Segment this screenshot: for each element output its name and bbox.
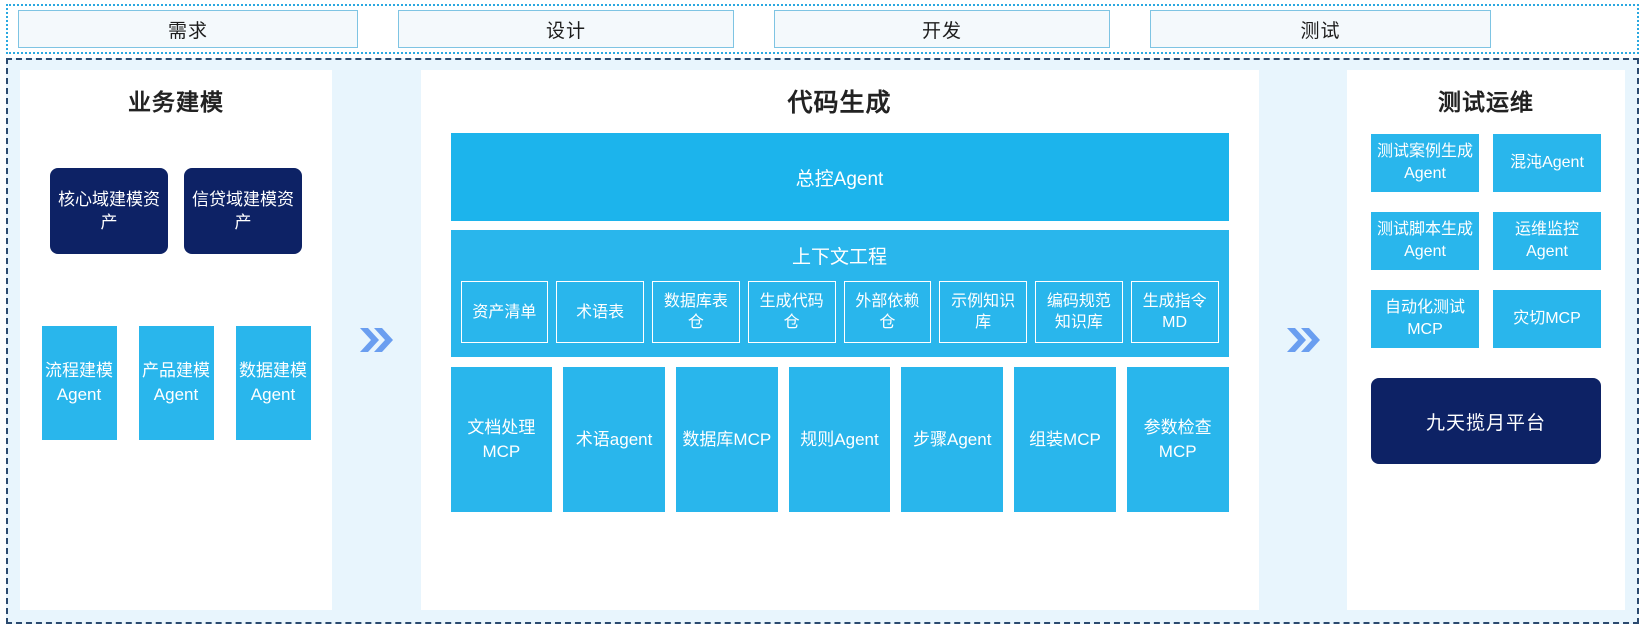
tool-agents-row: 文档处理MCP 术语agent 数据库MCP 规则Agent 步骤Agent 组… (450, 367, 1229, 512)
arrow-code-to-test (1259, 70, 1348, 610)
stage-box-design[interactable]: 设计 (398, 10, 734, 48)
asset-core-domain-modeling[interactable]: 核心域建模资产 (50, 168, 168, 254)
stage-label: 测试 (1300, 20, 1341, 42)
agent-test-script-generation[interactable]: 测试脚本生成Agent (1371, 212, 1479, 270)
business-assets-row: 核心域建模资产 信贷域建模资产 (50, 168, 302, 254)
agent-ops-monitoring[interactable]: 运维监控Agent (1493, 212, 1601, 270)
stage-label: 开发 (921, 20, 962, 42)
agent-chaos[interactable]: 混沌Agent (1493, 134, 1601, 192)
mcp-disaster-switch[interactable]: 灾切MCP (1493, 290, 1601, 348)
tool-database-mcp[interactable]: 数据库MCP (675, 367, 778, 512)
context-item-glossary[interactable]: 术语表 (556, 281, 644, 343)
stage-box-testing[interactable]: 测试 (1150, 10, 1491, 48)
agent-test-case-generation[interactable]: 测试案例生成Agent (1371, 134, 1479, 192)
tool-rule-agent[interactable]: 规则Agent (788, 367, 891, 512)
context-item-external-dep-repo[interactable]: 外部依赖仓 (843, 281, 932, 343)
business-agents-row: 流程建模Agent 产品建模Agent 数据建模Agent (41, 326, 311, 440)
context-engineering-title: 上下文工程 (791, 247, 887, 268)
arrow-business-to-code (332, 70, 421, 610)
context-item-db-table-repo[interactable]: 数据库表仓 (652, 281, 740, 343)
panel-test-operations: 测试运维 测试案例生成Agent 混沌Agent 测试脚本生成Agent 运维监… (1347, 70, 1625, 610)
context-item-asset-inventory[interactable]: 资产清单 (460, 281, 549, 343)
panel-title-business-modeling: 业务建模 (128, 89, 224, 115)
asset-credit-domain-modeling[interactable]: 信贷域建模资产 (184, 168, 302, 254)
panel-title-test-operations: 测试运维 (1438, 89, 1534, 115)
code-generation-inner: 总控Agent 上下文工程 资产清单 术语表 数据库表仓 生成代码仓 外部依赖仓… (450, 119, 1229, 512)
agent-product-modeling[interactable]: 产品建模Agent (138, 326, 214, 440)
platform-jiutian-lanyue[interactable]: 九天揽月平台 (1371, 378, 1601, 464)
mcp-automated-testing[interactable]: 自动化测试MCP (1371, 290, 1479, 348)
architecture-diagram: 业务建模 核心域建模资产 信贷域建模资产 流程建模Agent 产品建模Agent… (6, 58, 1639, 624)
controller-agent-bar[interactable]: 总控Agent (450, 133, 1229, 221)
panel-title-code-generation: 代码生成 (787, 89, 892, 117)
tool-parameter-check-mcp[interactable]: 参数检查MCP (1126, 367, 1229, 512)
context-item-coding-standard-kb[interactable]: 编码规范知识库 (1035, 281, 1123, 343)
stage-label: 设计 (545, 20, 586, 42)
agent-process-modeling[interactable]: 流程建模Agent (41, 326, 117, 440)
stage-box-development[interactable]: 开发 (774, 10, 1110, 48)
tool-glossary-agent[interactable]: 术语agent (563, 367, 665, 512)
agent-data-modeling[interactable]: 数据建模Agent (235, 326, 311, 440)
tool-document-processing-mcp[interactable]: 文档处理MCP (450, 367, 553, 512)
context-engineering-block: 上下文工程 资产清单 术语表 数据库表仓 生成代码仓 外部依赖仓 示例知识库 编… (450, 230, 1229, 357)
context-item-generation-prompt-md[interactable]: 生成指令MD (1130, 281, 1219, 343)
stage-label: 需求 (167, 20, 208, 42)
panel-business-modeling: 业务建模 核心域建模资产 信贷域建模资产 流程建模Agent 产品建模Agent… (20, 70, 332, 610)
stage-strip: 需求 设计 开发 测试 (6, 4, 1639, 54)
test-ops-grid: 测试案例生成Agent 混沌Agent 测试脚本生成Agent 运维监控Agen… (1371, 134, 1601, 348)
tool-assembly-mcp[interactable]: 组装MCP (1014, 367, 1116, 512)
stage-box-requirements[interactable]: 需求 (18, 10, 358, 48)
double-chevron-right-icon (357, 323, 395, 357)
tool-step-agent[interactable]: 步骤Agent (901, 367, 1004, 512)
context-items-row: 资产清单 术语表 数据库表仓 生成代码仓 外部依赖仓 示例知识库 编码规范知识库… (460, 281, 1219, 343)
panel-code-generation: 代码生成 总控Agent 上下文工程 资产清单 术语表 数据库表仓 生成代码仓 … (420, 70, 1259, 610)
double-chevron-right-icon (1284, 323, 1322, 357)
context-item-generated-code-repo[interactable]: 生成代码仓 (747, 281, 836, 343)
context-item-example-kb[interactable]: 示例知识库 (939, 281, 1027, 343)
